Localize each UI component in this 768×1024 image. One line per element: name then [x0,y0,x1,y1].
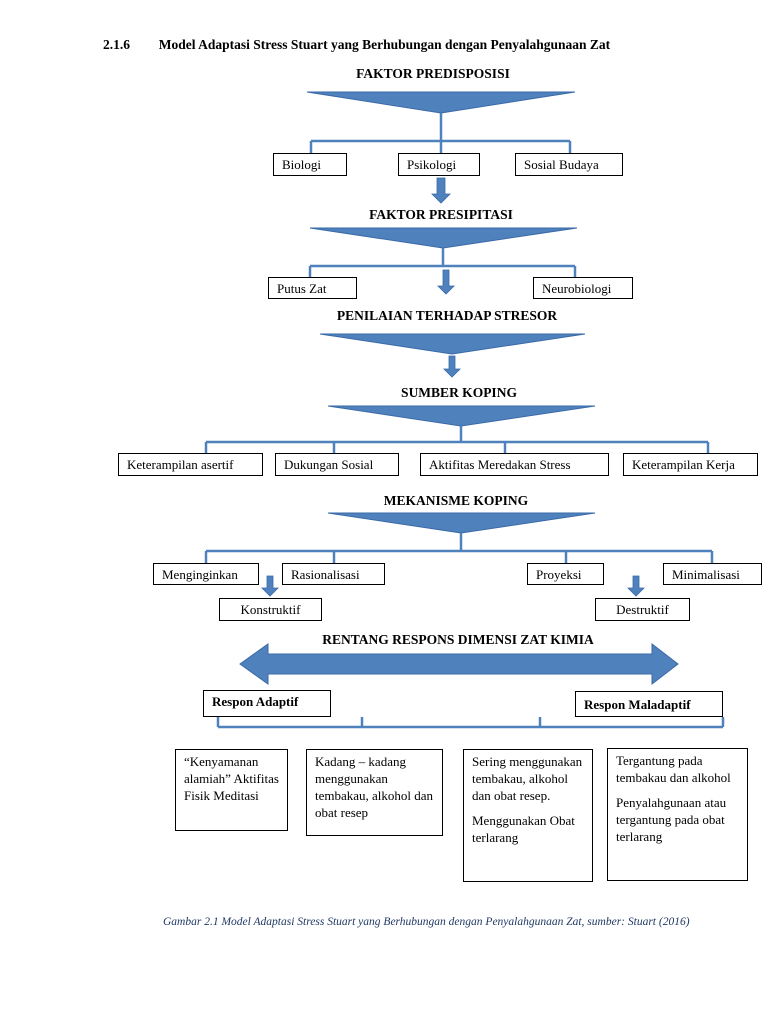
box-konstruktif: Konstruktif [219,598,322,621]
box-biologi: Biologi [273,153,347,176]
box-menginginkan: Menginginkan [153,563,259,585]
heading-mekanisme: MEKANISME KOPING [383,493,529,508]
box-respon-adaptif: Respon Adaptif [203,690,331,717]
box-destruktif: Destruktif [595,598,690,621]
double-arrow-rentang [239,642,679,686]
funnel-mekanisme [327,512,596,534]
box-neurobiologi: Neurobiologi [533,277,633,299]
heading-predisposisi: FAKTOR PREDISPOSISI [356,66,510,81]
box-aktifitas-meredakan-stress: Aktifitas Meredakan Stress [420,453,609,476]
box-keterampilan-kerja: Keterampilan Kerja [623,453,758,476]
section-title: 2.1.6 Model Adaptasi Stress Stuart yang … [103,37,610,53]
heading-rentang: RENTANG RESPONS DIMENSI ZAT KIMIA [322,632,594,647]
response-2-text: Kadang – kadang menggunakan tembakau, al… [315,754,434,820]
box-proyeksi: Proyeksi [527,563,604,585]
funnel-sumber-koping [327,405,596,427]
box-putus-zat: Putus Zat [268,277,357,299]
response-box-1: “Kenyamanan alamiah” Aktifitas Fisik Med… [175,749,288,831]
response-3-text-2: Menggunakan Obat terlarang [472,813,575,845]
arrow-down-destruktif [627,575,645,597]
box-psikologi: Psikologi [398,153,480,176]
arrow-down-konstruktif [261,575,279,597]
box-sosial-budaya: Sosial Budaya [515,153,623,176]
response-4-text-2: Penyalahgunaan atau tergantung pada obat… [616,795,727,844]
figure-caption: Gambar 2.1 Model Adaptasi Stress Stuart … [163,916,690,928]
response-box-3: Sering menggunakan tembakau, alkohol dan… [463,749,593,882]
box-dukungan-sosial: Dukungan Sosial [275,453,399,476]
arrow-down-3 [443,355,461,378]
heading-penilaian: PENILAIAN TERHADAP STRESOR [336,308,558,323]
box-minimalisasi: Minimalisasi [663,563,762,585]
section-number: 2.1.6 [103,37,130,52]
response-box-2: Kadang – kadang menggunakan tembakau, al… [306,749,443,836]
funnel-presipitasi [309,227,578,249]
section-title-text: Model Adaptasi Stress Stuart yang Berhub… [158,37,611,52]
arrow-down-2 [437,269,455,295]
response-3-text-1: Sering menggunakan tembakau, alkohol dan… [472,754,583,803]
funnel-penilaian [319,333,586,355]
response-box-4: Tergantung pada tembakau dan alkohol Pen… [607,748,748,881]
heading-presipitasi: FAKTOR PRESIPITASI [369,207,513,222]
box-keterampilan-asertif: Keterampilan asertif [118,453,263,476]
box-respon-maladaptif: Respon Maladaptif [575,691,723,717]
heading-sumber-koping: SUMBER KOPING [401,385,517,400]
box-rasionalisasi: Rasionalisasi [282,563,385,585]
arrow-down-1 [431,177,451,204]
response-1-text: “Kenyamanan alamiah” Aktifitas Fisik Med… [184,754,279,803]
funnel-predisposisi [306,91,576,114]
response-4-text-1: Tergantung pada tembakau dan alkohol [616,753,731,785]
